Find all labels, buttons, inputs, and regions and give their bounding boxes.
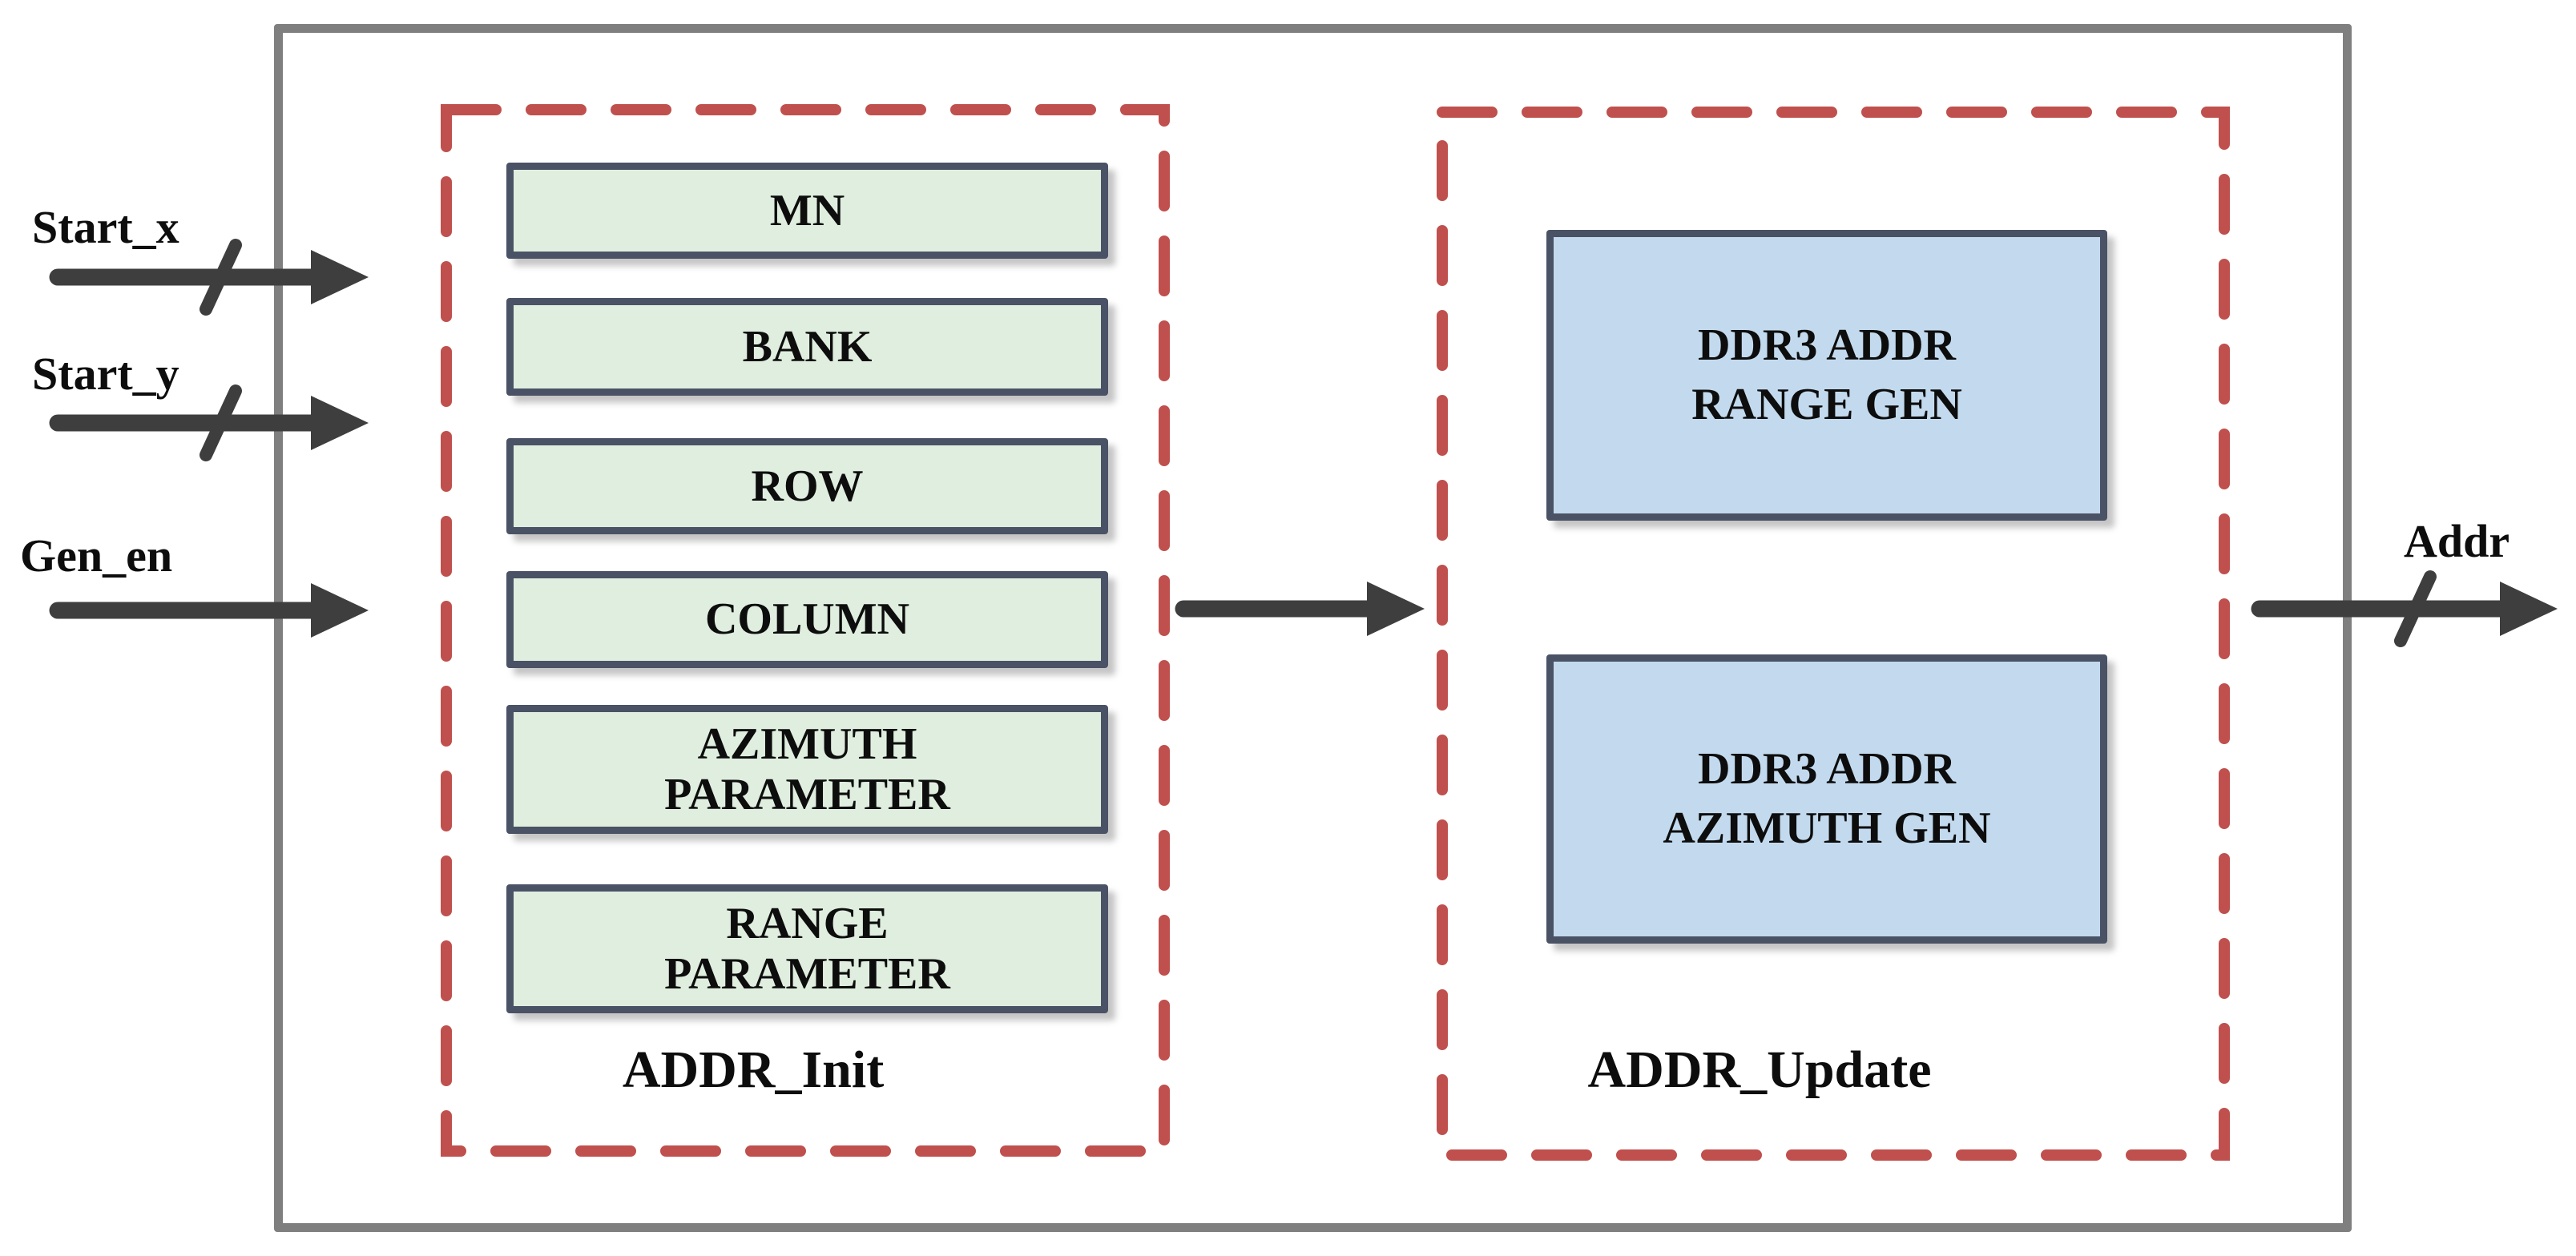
block-bank: BANK <box>506 298 1108 396</box>
block-range-parameter: RANGE PARAMETER <box>506 884 1108 1013</box>
top-module-border <box>274 24 2352 1232</box>
addr-bus-slash-icon <box>2394 570 2437 647</box>
addr-init-title: ADDR_Init <box>622 1041 885 1099</box>
block-ddr3-addr-range-gen: DDR3 ADDR RANGE GEN <box>1546 230 2107 521</box>
input-label-gen-en: Gen_en <box>20 529 173 582</box>
block-mn: MN <box>506 163 1108 259</box>
block-ddr3-addr-azimuth-gen: DDR3 ADDR AZIMUTH GEN <box>1546 654 2107 944</box>
block-column: COLUMN <box>506 571 1108 668</box>
start-x-bus-slash-icon <box>200 239 242 316</box>
input-label-start-y: Start_y <box>32 348 179 400</box>
output-label-addr: Addr <box>2404 515 2510 567</box>
block-row: ROW <box>506 438 1108 534</box>
input-label-start-x: Start_x <box>32 201 179 253</box>
block-azimuth-parameter: AZIMUTH PARAMETER <box>506 705 1108 834</box>
start-y-bus-slash-icon <box>200 384 242 461</box>
addr-update-title: ADDR_Update <box>1587 1041 1932 1099</box>
